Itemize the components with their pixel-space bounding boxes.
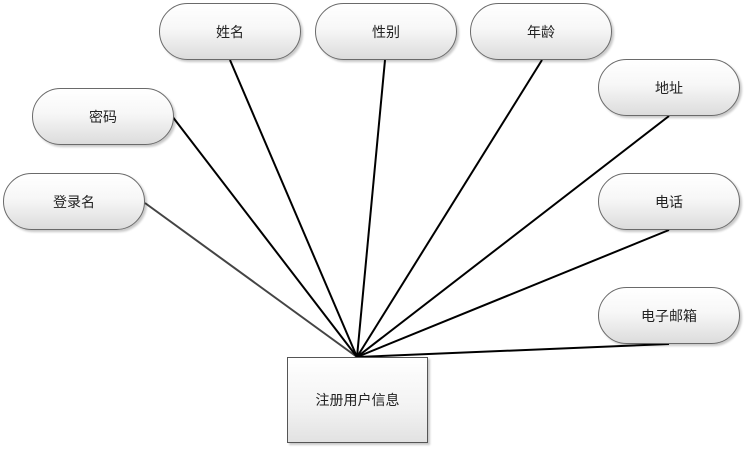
connector-password [171,115,358,358]
attribute-password-label: 密码 [89,109,117,126]
connector-phone [356,229,670,358]
connector-gender [356,59,386,358]
attribute-password: 密码 [32,88,174,145]
entity-registered-user: 注册用户信息 [287,357,428,443]
attribute-email: 电子邮箱 [598,287,740,344]
attribute-phone: 电话 [598,173,740,230]
connector-age [356,59,543,358]
attribute-address-label: 地址 [655,80,683,97]
connector-name [229,59,358,358]
attribute-email-label: 电子邮箱 [641,308,697,325]
attribute-login-name-label: 登录名 [53,194,95,211]
connector-login [144,202,358,358]
attribute-gender: 性别 [315,3,457,60]
attribute-age: 年龄 [470,3,612,60]
attribute-phone-label: 电话 [655,194,683,211]
attribute-name: 姓名 [159,3,301,60]
attribute-address: 地址 [598,59,740,116]
attribute-gender-label: 性别 [372,24,400,41]
entity-label: 注册用户信息 [315,393,400,409]
connector-address [356,115,670,358]
attribute-name-label: 姓名 [216,24,244,41]
connector-email [356,343,670,358]
attribute-age-label: 年龄 [527,24,555,41]
attribute-login-name: 登录名 [3,173,145,230]
